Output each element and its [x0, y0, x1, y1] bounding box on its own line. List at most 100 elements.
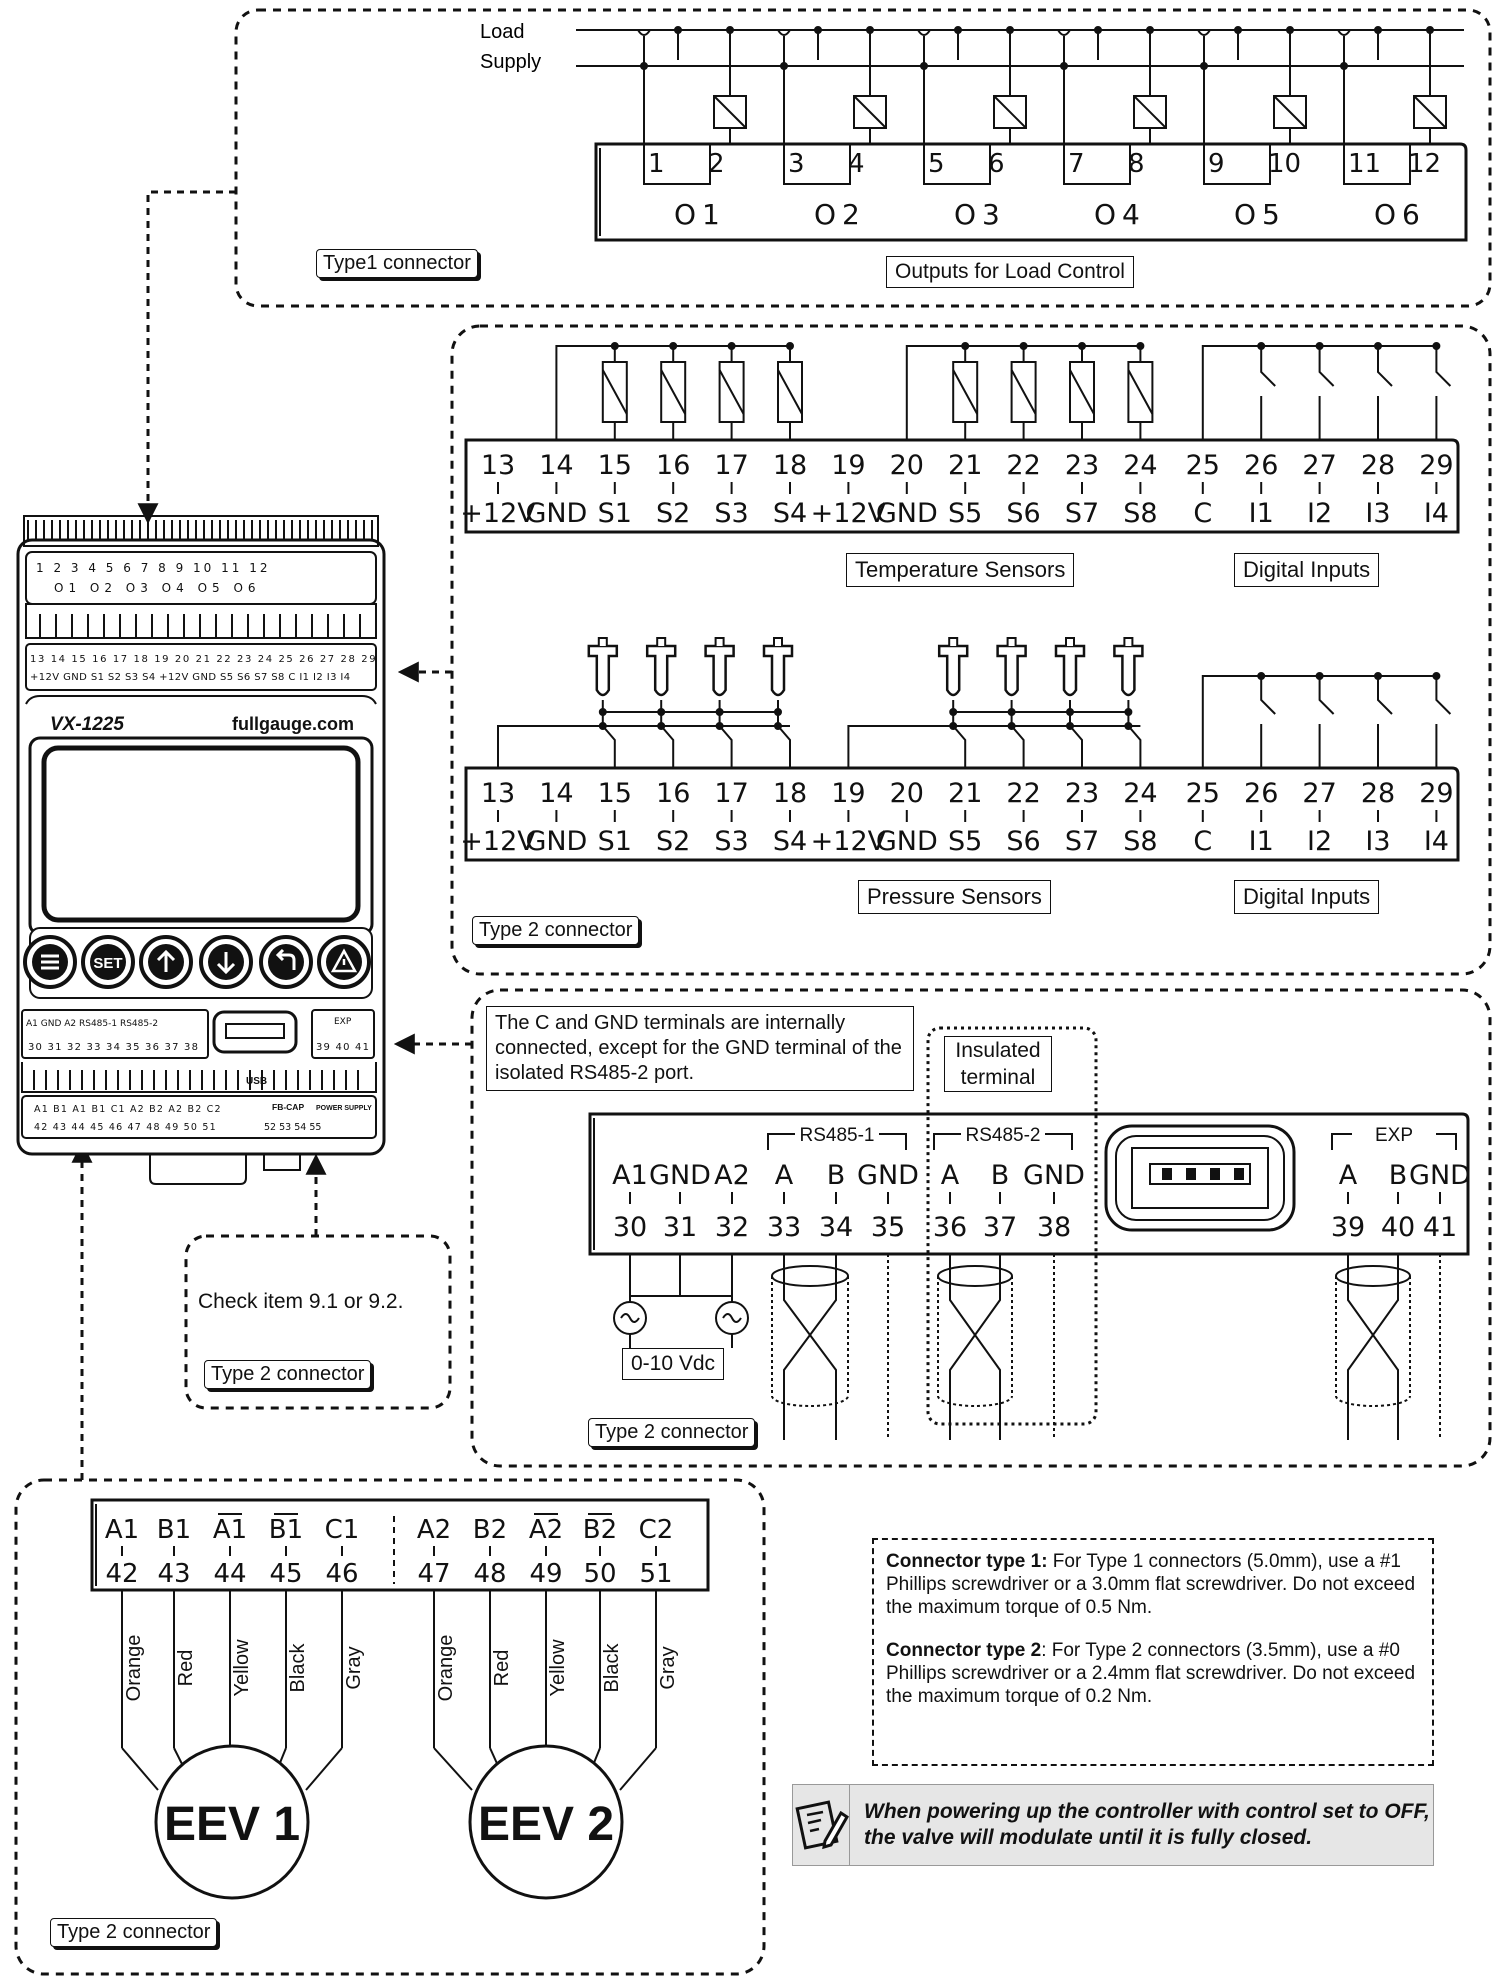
eev-terminal-name: A1	[105, 1515, 139, 1545]
temperature-sensor	[1010, 361, 1037, 423]
exp-cable	[1335, 1254, 1411, 1440]
sensor-terminal-name: GND	[876, 498, 938, 529]
sensor-terminal-number: 15	[598, 778, 632, 809]
eev-terminal-number: 42	[105, 1559, 138, 1589]
eev-terminal-number: 45	[269, 1559, 302, 1589]
device-usb-label: USB	[246, 1076, 267, 1087]
sensor-terminal-name: I2	[1307, 826, 1332, 857]
sensor-terminal-number: 19	[831, 450, 865, 481]
output-terminal: 3	[788, 149, 805, 179]
sensors-frame	[450, 324, 1492, 976]
sensor-terminal-number: 29	[1419, 778, 1453, 809]
sensors-connector-tag: Type 2 connector	[472, 916, 640, 945]
comm-connector-tag: Type 2 connector	[588, 1418, 756, 1447]
pressure-transducer	[587, 644, 619, 697]
sensor-terminal-name: I3	[1365, 498, 1390, 529]
device-exp-numbers: 39 40 41	[316, 1042, 370, 1053]
sensor-terminal-name: +12V	[811, 826, 887, 857]
comm-terminal-number: 30	[613, 1212, 647, 1243]
comm-terminal-name: A	[941, 1160, 960, 1191]
sensor-terminal-name: I3	[1365, 826, 1390, 857]
digital-input-switch	[1260, 346, 1276, 440]
power-check-text: Check item 9.1 or 9.2.	[198, 1290, 404, 1313]
sensor-terminal-name: S7	[1065, 826, 1099, 857]
sensor-terminal-number: 22	[1006, 450, 1040, 481]
eev-wire-label: Red	[491, 1650, 513, 1687]
arrow-up-icon	[156, 949, 176, 972]
sensor-terminal-number: 28	[1361, 778, 1395, 809]
load-label: Load	[480, 21, 525, 43]
device-ps-numbers: 52 53 54 55	[264, 1122, 321, 1133]
set-button-label: SET	[93, 955, 122, 972]
digital-inputs-caption-1: Digital Inputs	[1234, 553, 1380, 587]
device-exp-header: EXP	[334, 1017, 352, 1027]
insulated-frame	[926, 1026, 1098, 1426]
outputs-leader	[137, 190, 236, 525]
exp-terminal-name: GND	[1409, 1160, 1471, 1191]
rs485-2-cable	[937, 1254, 1013, 1440]
device-top-groups: O1 O2 O3 O4 O5 O6	[54, 581, 261, 595]
device-rs-numbers: 30 31 32 33 34 35 36 37 38	[28, 1042, 199, 1053]
output-terminal: 2	[708, 149, 725, 179]
digital-input-switch	[1260, 676, 1276, 768]
supply-label: Supply	[480, 51, 541, 73]
sensor-terminal-number: 20	[890, 450, 924, 481]
eev2-valve-label: EEV 2	[478, 1798, 614, 1851]
warning-box: When powering up the controller with con…	[792, 1784, 1434, 1866]
exp-terminal-name: A	[1339, 1160, 1358, 1191]
comm-terminal-name: GND	[857, 1160, 919, 1191]
sensor-terminal-name: S1	[598, 826, 632, 857]
digital-input-switch	[1435, 346, 1452, 440]
sensor-terminal-name: S7	[1065, 498, 1099, 529]
sensor-terminal-name: I1	[1249, 498, 1274, 529]
pressure-transducer	[704, 644, 735, 697]
output-terminal: 11	[1348, 149, 1381, 179]
insulated-terminal-label: Insulated terminal	[944, 1036, 1052, 1092]
sensor-terminal-number: 21	[948, 778, 982, 809]
digital-inputs-caption-2: Digital Inputs	[1234, 880, 1380, 914]
warning-text: When powering up the controller with con…	[864, 1800, 1430, 1849]
sensor-terminal-number: 25	[1186, 778, 1220, 809]
comm-terminal-name: B	[991, 1160, 1010, 1191]
comm-note: The C and GND terminals are internally c…	[486, 1006, 914, 1091]
power-frame	[184, 1234, 452, 1410]
sensor-terminal-number: 27	[1302, 778, 1336, 809]
digital-input-switch	[1377, 676, 1393, 768]
sensor-terminal-name: S3	[714, 498, 748, 529]
connector-type1-note: Connector type 1: For Type 1 connectors …	[886, 1551, 1416, 1618]
comm-terminal-number: 34	[819, 1212, 853, 1243]
sensor-terminal-name: C	[1193, 826, 1212, 857]
pressure-caption: Pressure Sensors	[858, 880, 1051, 914]
pressure-transducer	[996, 644, 1027, 697]
vdc-label: 0-10 Vdc	[622, 1348, 725, 1380]
sensor-terminal-name: +12V	[460, 826, 536, 857]
eev-terminal-number: 50	[583, 1559, 616, 1589]
output-terminal: 10	[1268, 149, 1301, 179]
eev-wire-label: Red	[175, 1650, 197, 1687]
eev-terminal-name: A1	[213, 1515, 247, 1545]
eev-wire-label: Gray	[343, 1646, 365, 1689]
comm-frame	[470, 988, 1492, 1468]
comm-terminal-number: 33	[767, 1212, 801, 1243]
controller-device: 1 2 3 4 5 6 7 8 9 10 11 12 O1 O2 O3 O4 O5…	[16, 515, 386, 1185]
output-terminal: 5	[928, 149, 945, 179]
pressure-transducer	[645, 644, 677, 697]
eev-terminal-name: C1	[325, 1515, 360, 1545]
eev-terminal-number: 51	[639, 1559, 672, 1589]
outputs-schematic	[576, 26, 1468, 242]
sensor-terminal-number: 20	[890, 778, 924, 809]
device-display	[41, 745, 361, 923]
output-group-label: O2	[814, 198, 866, 231]
exp-label: EXP	[1375, 1125, 1413, 1146]
eev-wire-label: Yellow	[231, 1639, 253, 1697]
device-mid-numbers: 13 14 15 16 17 18 19 20 21 22 23 24 25 2…	[30, 654, 377, 665]
temperature-schematic: 13+12V14GND15S116S217S318S419+12V20GND21…	[460, 342, 1460, 534]
sensor-terminal-name: GND	[876, 826, 938, 857]
device-top-terminals: 1 2 3 4 5 6 7 8 9 10 11 12	[36, 561, 270, 575]
digital-input-switch	[1377, 346, 1393, 440]
sensor-terminal-number: 15	[598, 450, 632, 481]
comm-terminal-name: A1	[612, 1160, 648, 1191]
sensor-terminal-number: 16	[656, 778, 690, 809]
output-group-label: O5	[1234, 198, 1286, 231]
sensor-terminal-number: 24	[1123, 450, 1157, 481]
